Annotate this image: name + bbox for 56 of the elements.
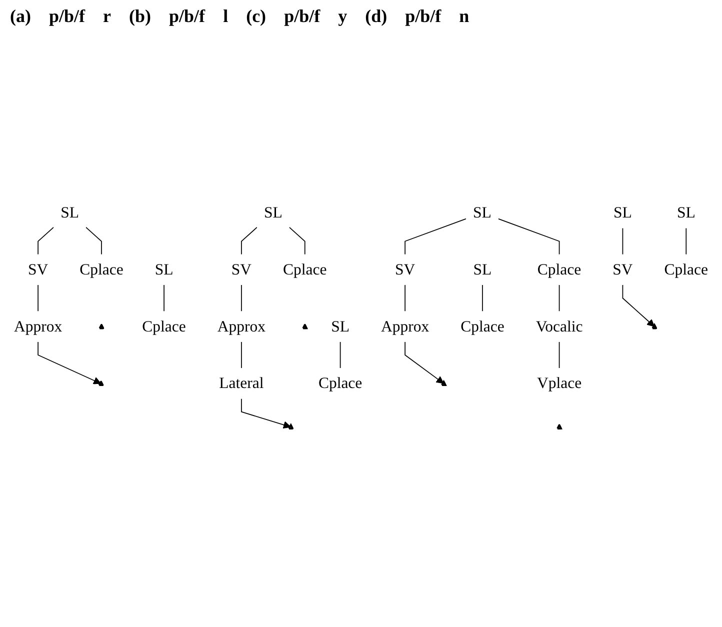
connector xyxy=(241,341,242,369)
connector xyxy=(241,226,258,255)
connector xyxy=(86,226,102,255)
node-text: Vplace xyxy=(536,374,582,392)
arrow xyxy=(241,398,291,429)
connector xyxy=(288,226,306,255)
panel-label: l xyxy=(223,6,228,27)
arrow xyxy=(404,341,444,384)
connector xyxy=(241,284,242,312)
connector xyxy=(622,228,624,255)
node-text: Lateral xyxy=(219,374,264,392)
connector xyxy=(404,218,466,255)
node-text: Cplace xyxy=(80,260,124,278)
panel-label: n xyxy=(459,6,470,27)
node-text: SL xyxy=(472,204,492,222)
connector xyxy=(498,218,560,255)
panel-label: (c) xyxy=(246,6,266,27)
connector xyxy=(686,228,687,255)
node-text: SL xyxy=(473,260,492,278)
panel-label: p/b/f xyxy=(405,6,442,27)
node-text: Approx xyxy=(14,317,62,335)
node-text: SL xyxy=(614,204,632,222)
node-text: Vocalic xyxy=(536,317,583,335)
connector xyxy=(558,341,560,369)
node-text: Approx xyxy=(217,317,266,335)
connector xyxy=(482,284,483,312)
node-text: Cplace xyxy=(142,317,186,335)
node-text: SL xyxy=(676,204,696,222)
panel-label: (a) xyxy=(10,6,31,27)
connector xyxy=(404,284,406,312)
node-text: SL xyxy=(60,204,79,222)
node-text: SL xyxy=(154,260,174,278)
panel-label: (d) xyxy=(365,6,388,27)
panel-label: p/b/f xyxy=(49,6,86,27)
node-text: SL xyxy=(331,317,350,335)
node-text: Cplace xyxy=(537,260,582,278)
node-text: SV xyxy=(28,260,48,278)
arrow xyxy=(38,341,102,384)
arrow xyxy=(622,284,655,327)
connector xyxy=(38,226,54,255)
node-text: SV xyxy=(231,260,252,278)
node-text: Cplace xyxy=(283,260,327,278)
node-text: SL xyxy=(264,204,282,222)
node-text: Cplace xyxy=(664,260,708,278)
node-text: Cplace xyxy=(460,317,504,335)
node-text: Cplace xyxy=(318,374,362,392)
node-text: SV xyxy=(612,260,633,278)
connector xyxy=(558,284,560,312)
panel-label: r xyxy=(103,6,112,27)
node-text: SV xyxy=(394,260,416,278)
panel-label: p/b/f xyxy=(284,6,320,27)
panel-label: (b) xyxy=(129,6,152,27)
node-text: Approx xyxy=(380,317,430,335)
connector xyxy=(340,341,341,369)
panel-label: y xyxy=(338,6,348,27)
panel-label: p/b/f xyxy=(169,6,206,27)
